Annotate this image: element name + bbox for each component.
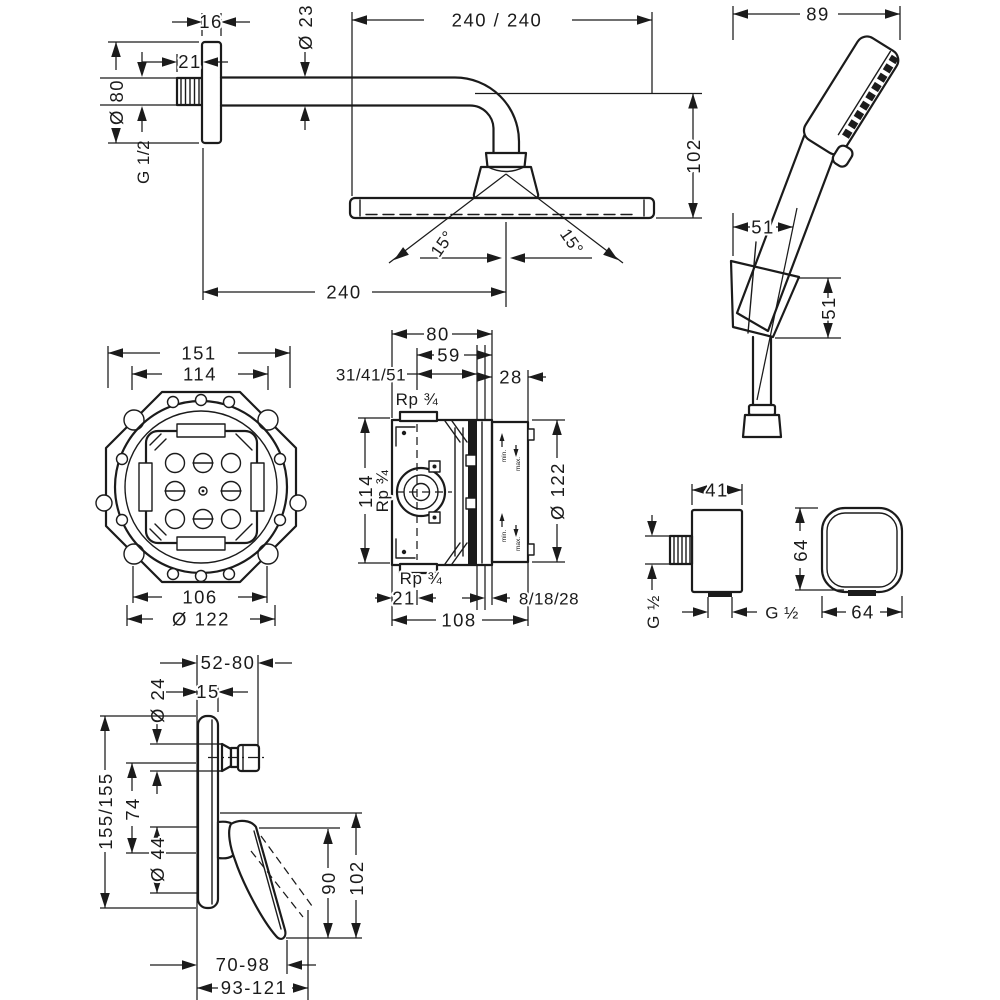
outlet-bottom-port xyxy=(708,591,732,597)
dim-flange-width: 151 xyxy=(181,343,216,364)
shower-arm-inner xyxy=(219,104,495,155)
dim-cover-diameter: Ø 122 xyxy=(547,462,568,520)
ibox-section-drawing: min. max. min. max. 80 59 31/41/51 28 Rp… xyxy=(334,322,581,633)
dim-overhead-height: 102 xyxy=(683,138,704,173)
hand-shower-head xyxy=(802,35,900,168)
arm-wall-flange xyxy=(200,40,223,145)
ibox-top-port xyxy=(398,410,439,423)
mixer-escutcheon-plate xyxy=(196,714,220,910)
dim-mixer-total-height: 102 xyxy=(346,860,367,895)
dim-arm-length: 240 xyxy=(326,282,361,303)
escutcheon-inner xyxy=(826,512,898,588)
dim-arm-diameter: Ø 23 xyxy=(295,4,316,50)
label-min-bottom: min. xyxy=(501,530,508,542)
mixer-side-drawing: 52-80 15 Ø 24 155/155 74 Ø 44 90 102 70-… xyxy=(93,650,369,1000)
body-inner-circle xyxy=(124,410,278,564)
dim-basic-set-diameter: Ø 122 xyxy=(172,609,230,630)
dim-handshower-width: 89 xyxy=(806,4,830,25)
port-grid xyxy=(164,452,242,530)
label-thread-bottom: Rp ¾ xyxy=(400,569,443,588)
dim-tilt-right: 15° xyxy=(556,225,587,258)
escutcheon-outer xyxy=(820,506,904,594)
lever-swing-dashed xyxy=(250,835,313,918)
dim-plate-height: 155/155 xyxy=(95,772,116,849)
dim-lever-drop: 90 xyxy=(318,871,339,895)
dim-spout-diameter: Ø 24 xyxy=(147,677,168,723)
ibox-bottom-port xyxy=(398,562,439,575)
dim-escutcheon-height: 64 xyxy=(790,538,811,562)
dim-plate-depth: 15 xyxy=(196,681,220,702)
escutcheon-drawing: 64 64 xyxy=(788,506,904,625)
overhead-head-plate xyxy=(348,196,656,220)
protection-cover xyxy=(490,420,530,564)
dim-axis-to-front: 59 xyxy=(437,345,461,366)
dim-axis-to-wall: 31/41/51 xyxy=(336,366,406,385)
label-thread-top: Rp ¾ xyxy=(396,390,439,409)
hose-fitting xyxy=(741,413,783,439)
dim-axis-spacing: 74 xyxy=(122,797,143,821)
shower-hose xyxy=(751,335,773,408)
dim-head-width: 240 / 240 xyxy=(452,10,543,31)
dim-body-height: 114 xyxy=(355,474,376,508)
dim-body-depth: 80 xyxy=(426,324,450,345)
wall-lines xyxy=(476,345,486,610)
dim-tile-depth: 8/18/28 xyxy=(519,590,579,609)
label-max-top: max. xyxy=(515,457,522,471)
handle-centerline xyxy=(756,207,798,401)
label-thread-side: Rp ¾ xyxy=(373,469,392,512)
dim-outlet-width: 41 xyxy=(705,480,729,501)
hand-shower-drawing: 89 51 51 xyxy=(729,2,901,439)
dim-holder-height: 51 xyxy=(818,296,839,320)
arm-collar xyxy=(484,151,528,169)
dim-cover-projection: 28 xyxy=(499,367,523,388)
label-max-bottom: max. xyxy=(515,537,522,551)
dim-tilt-left: 15° xyxy=(427,227,458,260)
dim-holder-width: 51 xyxy=(751,217,775,238)
dim-arm-thread-size: G 1/2 xyxy=(134,140,153,184)
dim-outlet-thread-bottom: G ½ xyxy=(765,604,799,623)
dim-outlet-thread-wall: G ½ xyxy=(644,595,663,629)
dim-flange-depth: 16 xyxy=(199,11,223,32)
escutcheon-tab xyxy=(848,590,876,596)
basic-set-front-drawing: 151 114 106 Ø 122 xyxy=(95,341,307,632)
dim-lever-reach-max: 93-121 xyxy=(221,977,288,998)
select-button xyxy=(831,144,854,168)
dim-bolt-spacing: 114 xyxy=(183,364,217,385)
dim-inner-width: 106 xyxy=(182,587,217,608)
cartridge-bore xyxy=(395,466,447,518)
dim-thread-length: 21 xyxy=(178,51,202,72)
shower-holder xyxy=(729,259,801,339)
wall-outlet-drawing: 41 G ½ G ½ xyxy=(642,478,800,631)
dim-total-depth: 108 xyxy=(441,610,476,631)
dim-flange-diameter: Ø 80 xyxy=(106,79,127,125)
dim-escutcheon-width: 64 xyxy=(851,602,875,623)
dim-lever-reach: 70-98 xyxy=(216,954,271,975)
outlet-body xyxy=(690,508,744,594)
label-min-top: min. xyxy=(501,450,508,462)
dim-sleeve-diameter: Ø 44 xyxy=(147,836,168,882)
lever-handle xyxy=(228,819,287,940)
overhead-shower-drawing: 16 21 G 1/2 Ø 80 Ø 23 240 / 240 102 15° … xyxy=(100,2,706,307)
shower-arm-outer xyxy=(219,76,521,155)
dim-mixer-projection: 52-80 xyxy=(201,652,256,673)
dim-back-to-axis: 21 xyxy=(392,588,416,609)
